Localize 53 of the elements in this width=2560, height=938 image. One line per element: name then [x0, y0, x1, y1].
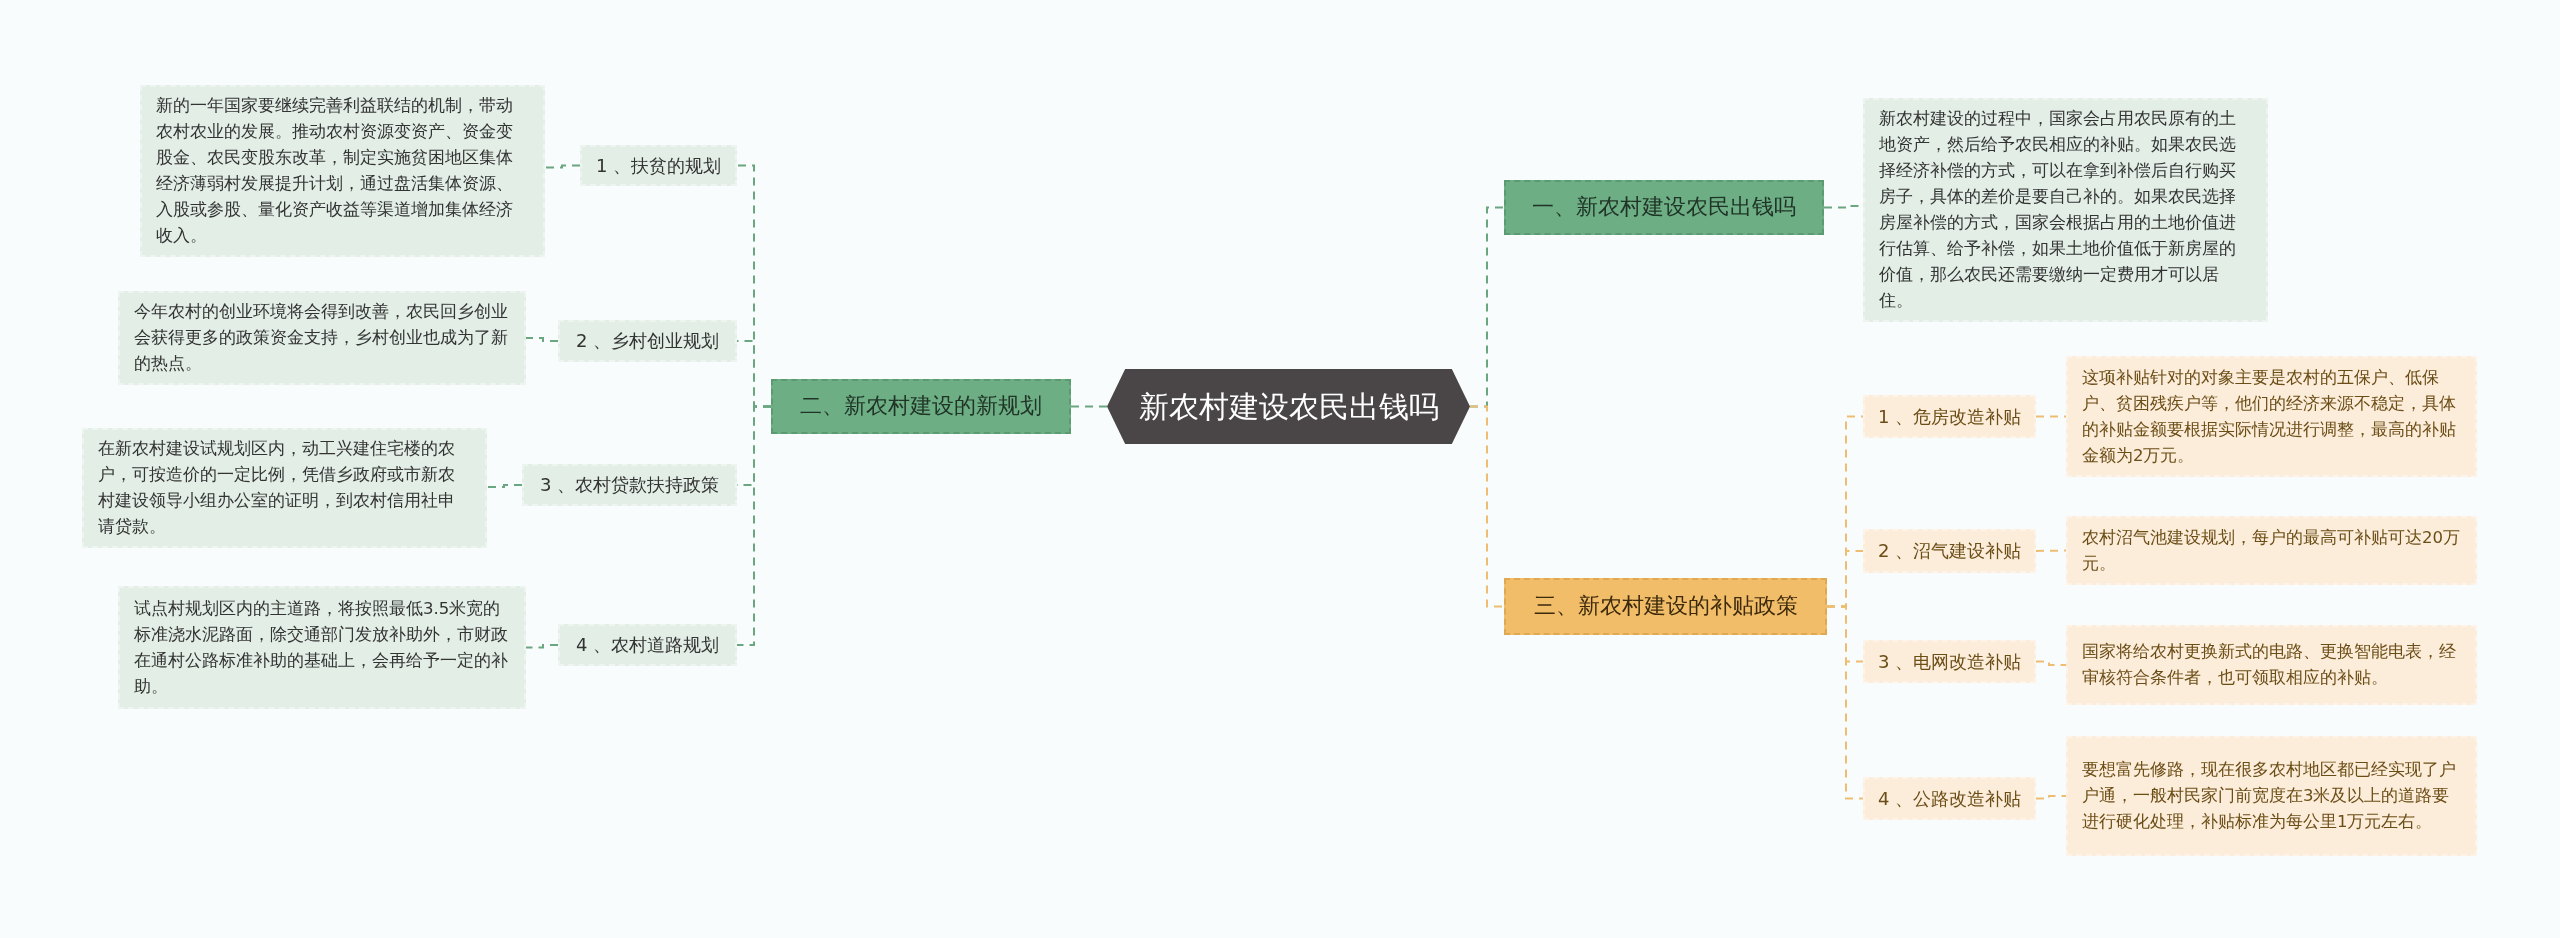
subtopic-box	[522, 464, 737, 506]
topic-text: 2 、乡村创业规划	[575, 330, 720, 352]
connector-line	[1469, 405, 1505, 608]
subtopic-box	[558, 320, 737, 362]
topic-text: 1 、危房改造补贴	[1877, 405, 2022, 428]
note-box	[118, 586, 526, 709]
note-text: 在新农村建设试规划区内，动工兴建住宅楼的农户，可按造价的一定比例，凭借乡政府或市新农村建设领导小组办公室的证明，到农村信用社申请贷款。	[98, 438, 456, 538]
connector-line	[525, 337, 559, 342]
topic-text: 1 、扶贫的规划	[595, 154, 722, 177]
connector-line	[1070, 405, 1108, 408]
note-box	[82, 428, 487, 548]
note-text: 这项补贴针对的对象主要是农村的五保户、低保户、贫困残疾户等，他们的经济来源不稳定，具体的补贴金额要根据实际情况进行调整，最高的补贴金额为2万元。	[2082, 366, 2457, 467]
topic-text: 3 、农村贷款扶持政策	[539, 474, 720, 496]
branch-topic	[771, 379, 1071, 434]
note-box	[140, 85, 545, 257]
note-text: 农村沼气池建设规划，每户的最高可补贴可达20万元。	[2082, 526, 2461, 575]
subtopic-box	[1863, 640, 2036, 683]
note-text: 试点村规划区内的主道路，将按照最低3.5米宽的标准浇水泥路面，除交通部门发放补助外，市财政在通村公路标准补助的基础上，会再给予一定的补助。	[134, 597, 509, 698]
note-box	[2066, 516, 2477, 585]
connector-line	[736, 405, 772, 646]
subtopic-box	[580, 145, 737, 186]
note-text: 要想富先修路，现在很多农村地区都已经实现了户户通，一般村民家门前宽度在3米及以上的道路要进行硬化处理，补贴标准为每公里1万元左右。	[2082, 759, 2457, 833]
connector-line	[2035, 549, 2067, 552]
subtopic-box	[1863, 777, 2036, 820]
topic-text: 二、新农村建设的新规划	[800, 393, 1042, 420]
connector-line	[486, 484, 523, 488]
branch-topic	[1504, 180, 1824, 235]
branch-topic	[1504, 578, 1827, 635]
topic-text: 4 、公路改造补贴	[1877, 787, 2022, 810]
central-topic-hexagon	[1107, 369, 1470, 444]
topic-text: 2 、沼气建设补贴	[1877, 540, 2022, 562]
note-box	[2066, 356, 2477, 477]
note-text: 新的一年国家要继续完善利益联结的机制，带动农村农业的发展。推动农村资源变资产、资金变股金、农民变股东改革，制定实施贫困地区集体经济薄弱村发展提升计划，通过盘活集体资源、入股或参股、量化资产收益等渠道增加集体经济收入。	[156, 95, 514, 247]
subtopic-box	[1863, 529, 2036, 573]
topic-text: 三、新农村建设的补贴政策	[1533, 593, 1798, 620]
connector-line	[544, 164, 581, 169]
note-text: 今年农村的创业环境将会得到改善，农民回乡创业会获得更多的政策资金支持，乡村创业也成为了新的热点。	[134, 301, 509, 375]
note-text: 新农村建设的过程中，国家会占用农民原有的土地资产，然后给予农民相应的补贴。如果农民选择经济补偿的方式，可以在拿到补偿后自行购买房子，具体的差价是要自己补的。如果农民选择房屋补偿的方式，国家会根据占用的土地价值进行估算、给予补偿，如果土地价值低于新房屋的价值，那么农民还需要缴纳一定费用才可以居住。	[1879, 108, 2237, 312]
note-box	[118, 291, 526, 385]
connector-line	[525, 644, 559, 649]
topic-text: 一、新农村建设农民出钱吗	[1532, 194, 1796, 221]
central-topic-text: 新农村建设农民出钱吗	[1138, 388, 1439, 425]
topic-text: 4 、农村道路规划	[575, 634, 720, 656]
topic-text: 3 、电网改造补贴	[1877, 650, 2022, 673]
connector-line	[1826, 605, 1864, 800]
subtopic-box	[558, 624, 737, 666]
connector-line	[2035, 415, 2067, 418]
subtopic-box	[1863, 395, 2036, 438]
note-text: 国家将给农村更换新式的电路、更换智能电表，经审核符合条件者，也可领取相应的补贴。	[2082, 641, 2457, 689]
note-box	[2066, 736, 2477, 856]
connector-line	[2035, 795, 2067, 800]
connector-line	[2035, 660, 2067, 666]
note-box	[2066, 625, 2477, 705]
